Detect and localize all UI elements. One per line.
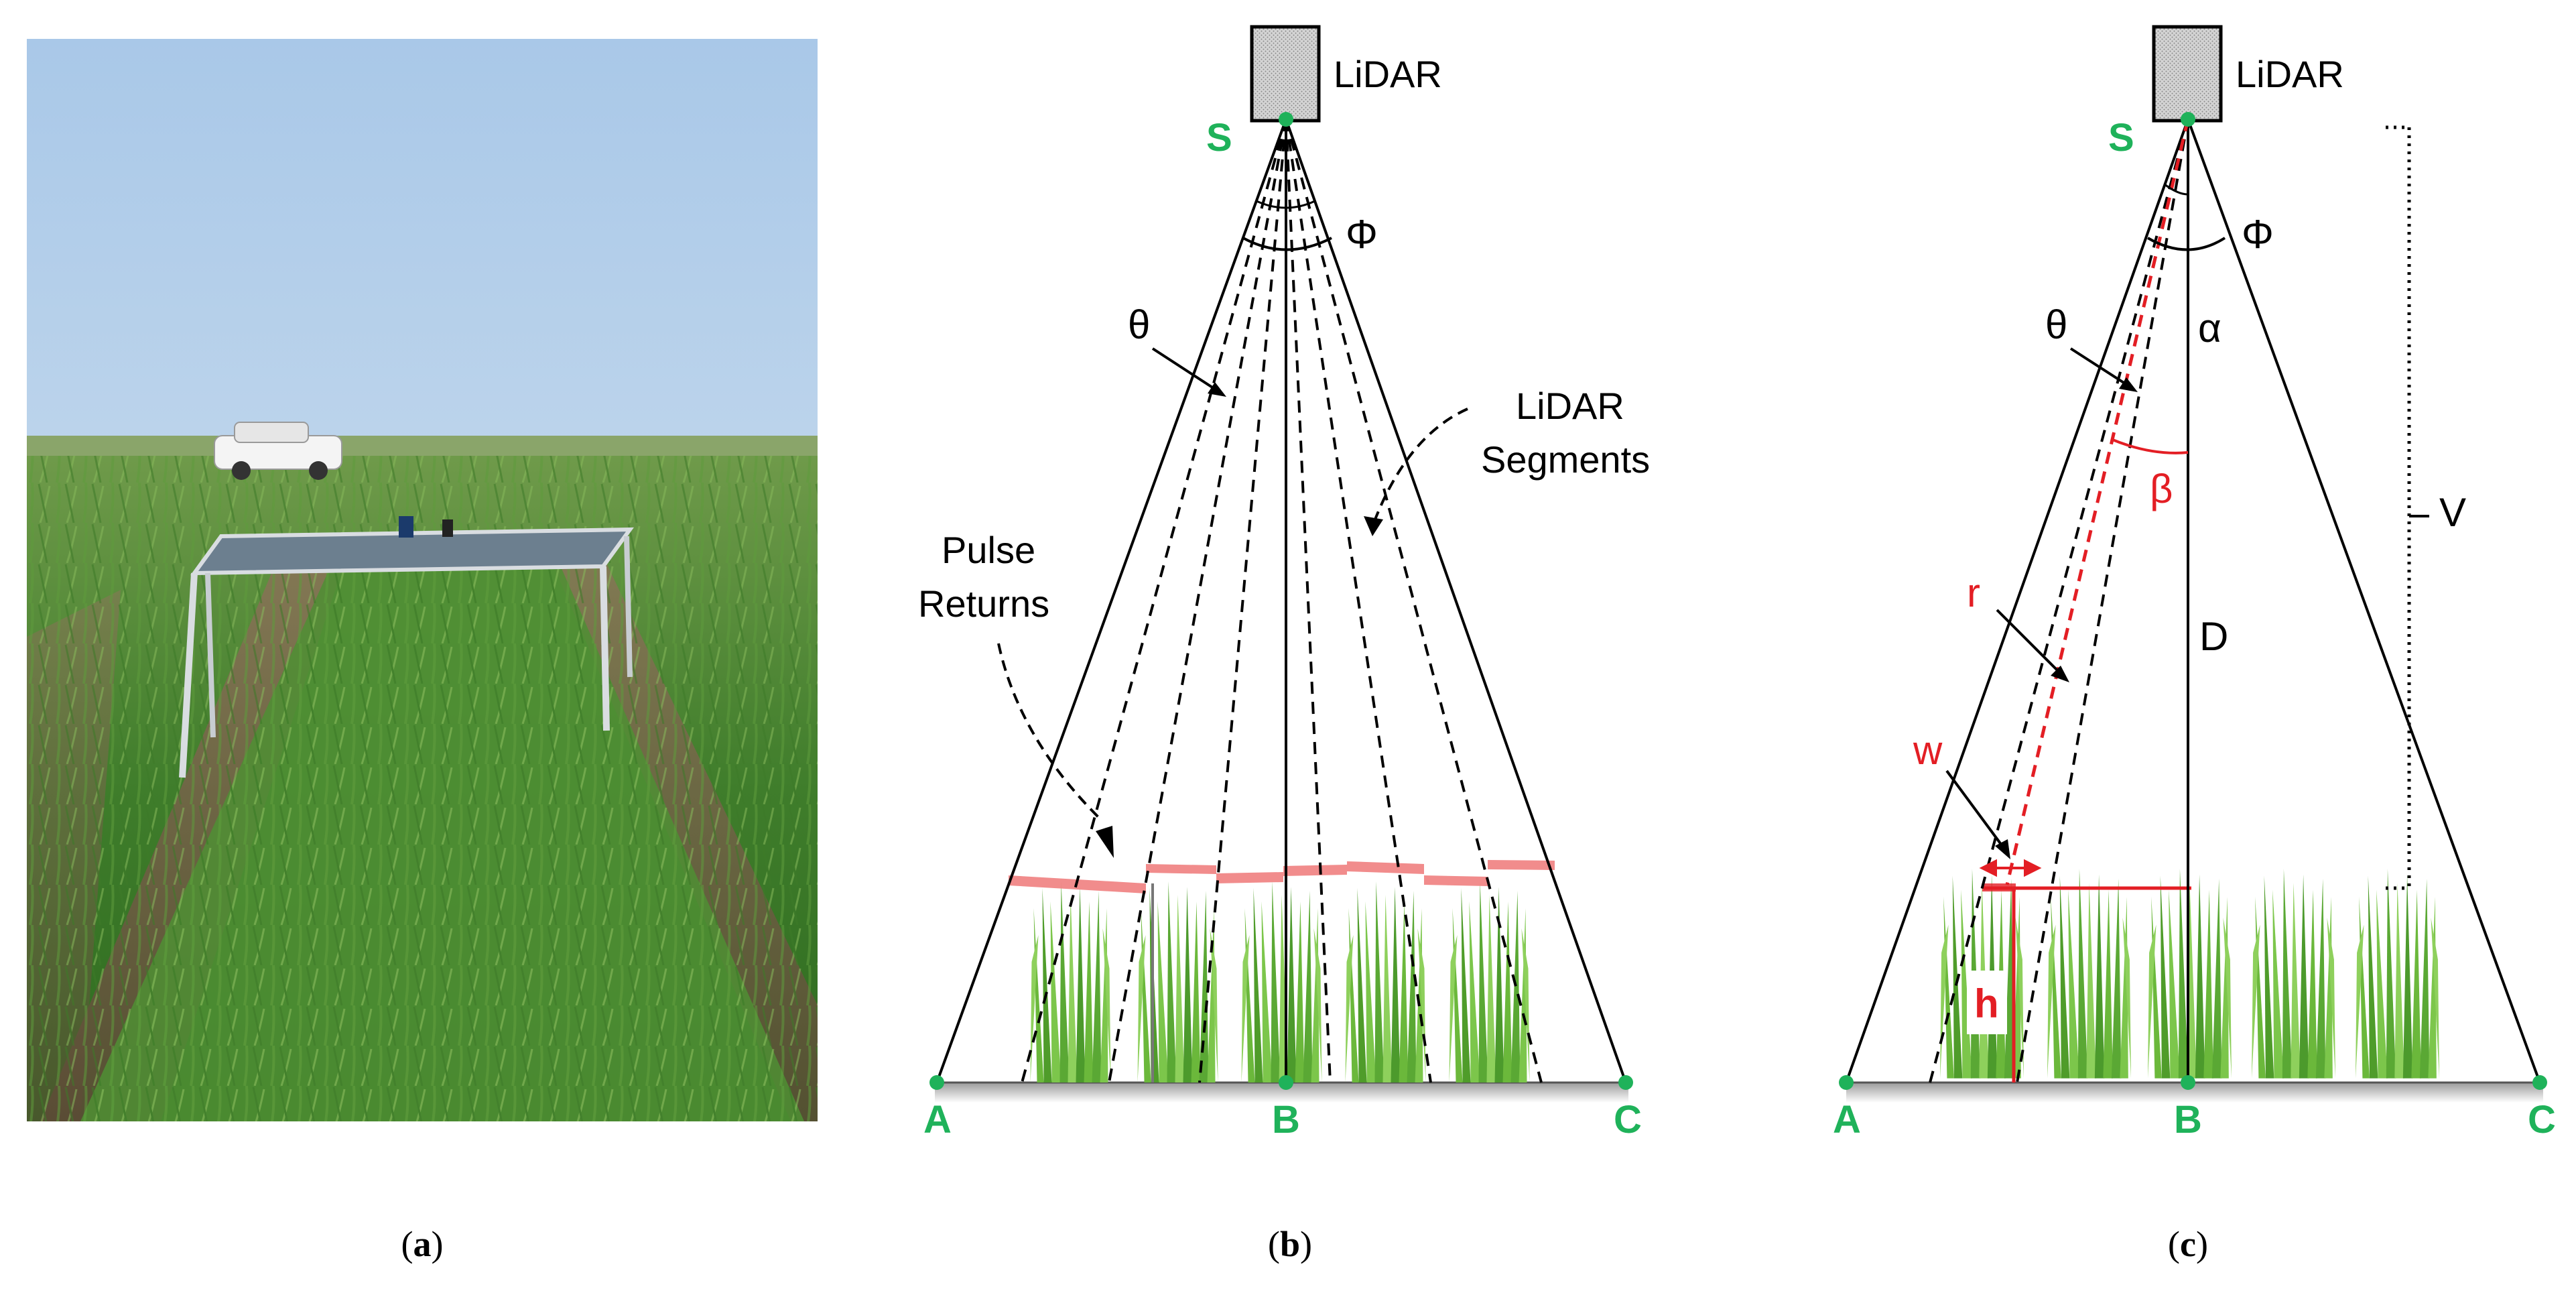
r-label: r xyxy=(1967,570,1980,615)
pulse-label-line1: Pulse xyxy=(942,529,1035,571)
segments-arrowhead xyxy=(1364,516,1383,536)
v-bracket xyxy=(2386,125,2411,890)
plant-row xyxy=(1030,881,1530,1083)
panel-b: LiDAR S A B C Φ θ LiDAR Segments Pulse R… xyxy=(871,0,1709,1294)
point-c-label: C xyxy=(2528,1098,2556,1141)
beta-arc xyxy=(2110,438,2189,454)
pulse-return-bars xyxy=(1009,860,1555,893)
w-arrowhead xyxy=(1995,839,2010,859)
h-label-bg xyxy=(1967,971,2007,1034)
photo-frame xyxy=(27,39,818,1121)
segments-label-line2: Segments xyxy=(1481,438,1650,481)
point-s-label: S xyxy=(2108,116,2134,160)
theta-arrowhead xyxy=(2119,377,2138,392)
pulse-arrowhead xyxy=(1096,826,1114,858)
theta-pointer xyxy=(1151,347,1221,393)
phi-label: Φ xyxy=(2242,212,2274,257)
caption-c-letter: c xyxy=(2180,1224,2196,1264)
pulse-label-line2: Returns xyxy=(918,582,1049,625)
panel-c: LiDAR S A B C Φ α θ β D V r w h xyxy=(1762,0,2576,1294)
phi-arc xyxy=(1242,237,1332,251)
diagram-b: LiDAR S A B C Φ θ LiDAR Segments Pulse R… xyxy=(918,25,1650,1141)
canopy-height-lines xyxy=(1984,886,2191,1083)
lidar-sensor-box xyxy=(2152,25,2223,123)
r-pointer xyxy=(1996,609,2062,675)
point-b-marker xyxy=(1279,1075,1293,1090)
phi-arc xyxy=(2146,237,2226,251)
lidar-label: LiDAR xyxy=(2236,53,2344,95)
point-a-marker xyxy=(929,1075,944,1090)
point-a-label: A xyxy=(923,1098,952,1141)
theta-label: θ xyxy=(1128,302,1150,347)
point-a-label: A xyxy=(1833,1098,1861,1141)
caption-a-letter: a xyxy=(413,1224,432,1264)
point-c-marker xyxy=(2532,1075,2547,1090)
point-s-marker xyxy=(2181,112,2195,127)
w-label: w xyxy=(1913,728,1943,773)
caption-b-letter: b xyxy=(1279,1224,1301,1264)
phi-label: Φ xyxy=(1346,212,1378,257)
point-b-label: B xyxy=(2174,1098,2202,1141)
field-photo xyxy=(27,39,818,1121)
point-b-label: B xyxy=(1272,1098,1300,1141)
d-label: D xyxy=(2199,614,2228,659)
point-c-label: C xyxy=(1614,1098,1642,1141)
scan-triangle xyxy=(1845,119,2541,1083)
theta-label: θ xyxy=(2045,302,2067,347)
w-pointer xyxy=(1945,769,2005,849)
scan-triangle xyxy=(936,119,1627,1083)
point-b-marker xyxy=(2181,1075,2195,1090)
point-s-label: S xyxy=(1206,116,1232,160)
lidar-segment-beams xyxy=(1021,119,1543,1083)
h-label: h xyxy=(1974,981,1999,1026)
theta-arrowhead xyxy=(1208,382,1226,397)
diagram-c: LiDAR S A B C Φ α θ β D V r w h xyxy=(1833,25,2556,1141)
theta-pointer xyxy=(2069,347,2132,389)
point-s-marker xyxy=(1279,112,1293,127)
w-footprint xyxy=(1982,883,2016,891)
ground-shadow xyxy=(1846,1083,2543,1103)
vehicle xyxy=(214,422,342,480)
segments-label-line1: LiDAR xyxy=(1516,385,1624,427)
lidar-label: LiDAR xyxy=(1334,53,1442,95)
r-arrowhead xyxy=(2051,666,2069,682)
caption-b: (b) xyxy=(1267,1224,1313,1264)
alpha-arc xyxy=(2164,183,2189,196)
w-arrows xyxy=(1979,859,2042,877)
v-label: V xyxy=(2439,490,2466,535)
alpha-label: α xyxy=(2198,306,2221,351)
beam-edges xyxy=(1929,119,2189,1083)
point-c-marker xyxy=(1618,1075,1633,1090)
panel-a xyxy=(0,0,844,1294)
point-a-marker xyxy=(1839,1075,1854,1090)
caption-a: (a) xyxy=(401,1224,444,1264)
caption-c: (c) xyxy=(2168,1224,2208,1264)
beta-label: β xyxy=(2150,467,2173,511)
inner-arc xyxy=(1256,200,1315,209)
range-r-line xyxy=(2005,119,2190,885)
lidar-platform xyxy=(179,516,634,778)
lidar-sensor-box xyxy=(1250,25,1321,123)
pulse-pointer xyxy=(997,643,1100,819)
segments-pointer xyxy=(1372,408,1468,523)
